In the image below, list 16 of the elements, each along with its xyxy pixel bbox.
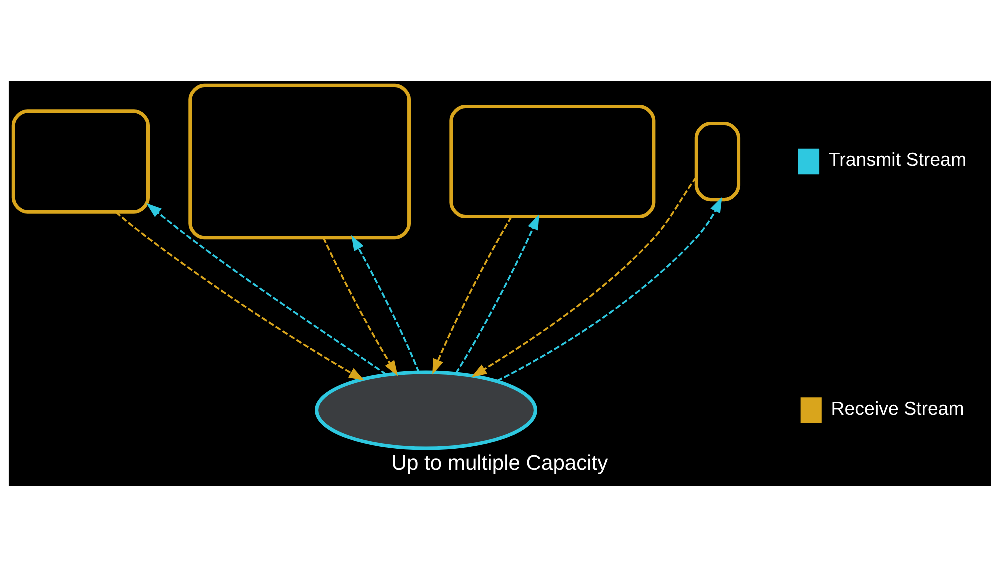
- caption: Up to multiple Capacity: [392, 452, 608, 476]
- arrow: [432, 216, 512, 375]
- arrow: [146, 203, 387, 376]
- arrow: [352, 235, 420, 373]
- legend-label: Transmit Stream: [828, 149, 967, 170]
- arrow: [472, 176, 698, 378]
- node-box: [12, 110, 150, 214]
- node-box: [450, 105, 656, 219]
- node-box: [694, 122, 741, 202]
- arrow: [455, 214, 540, 374]
- arrow: [322, 237, 398, 376]
- arrow: [496, 197, 722, 382]
- node-circle: [315, 370, 538, 450]
- arrow: [116, 212, 365, 381]
- node-box: [188, 84, 412, 240]
- legend-label: Receive Stream: [831, 398, 964, 419]
